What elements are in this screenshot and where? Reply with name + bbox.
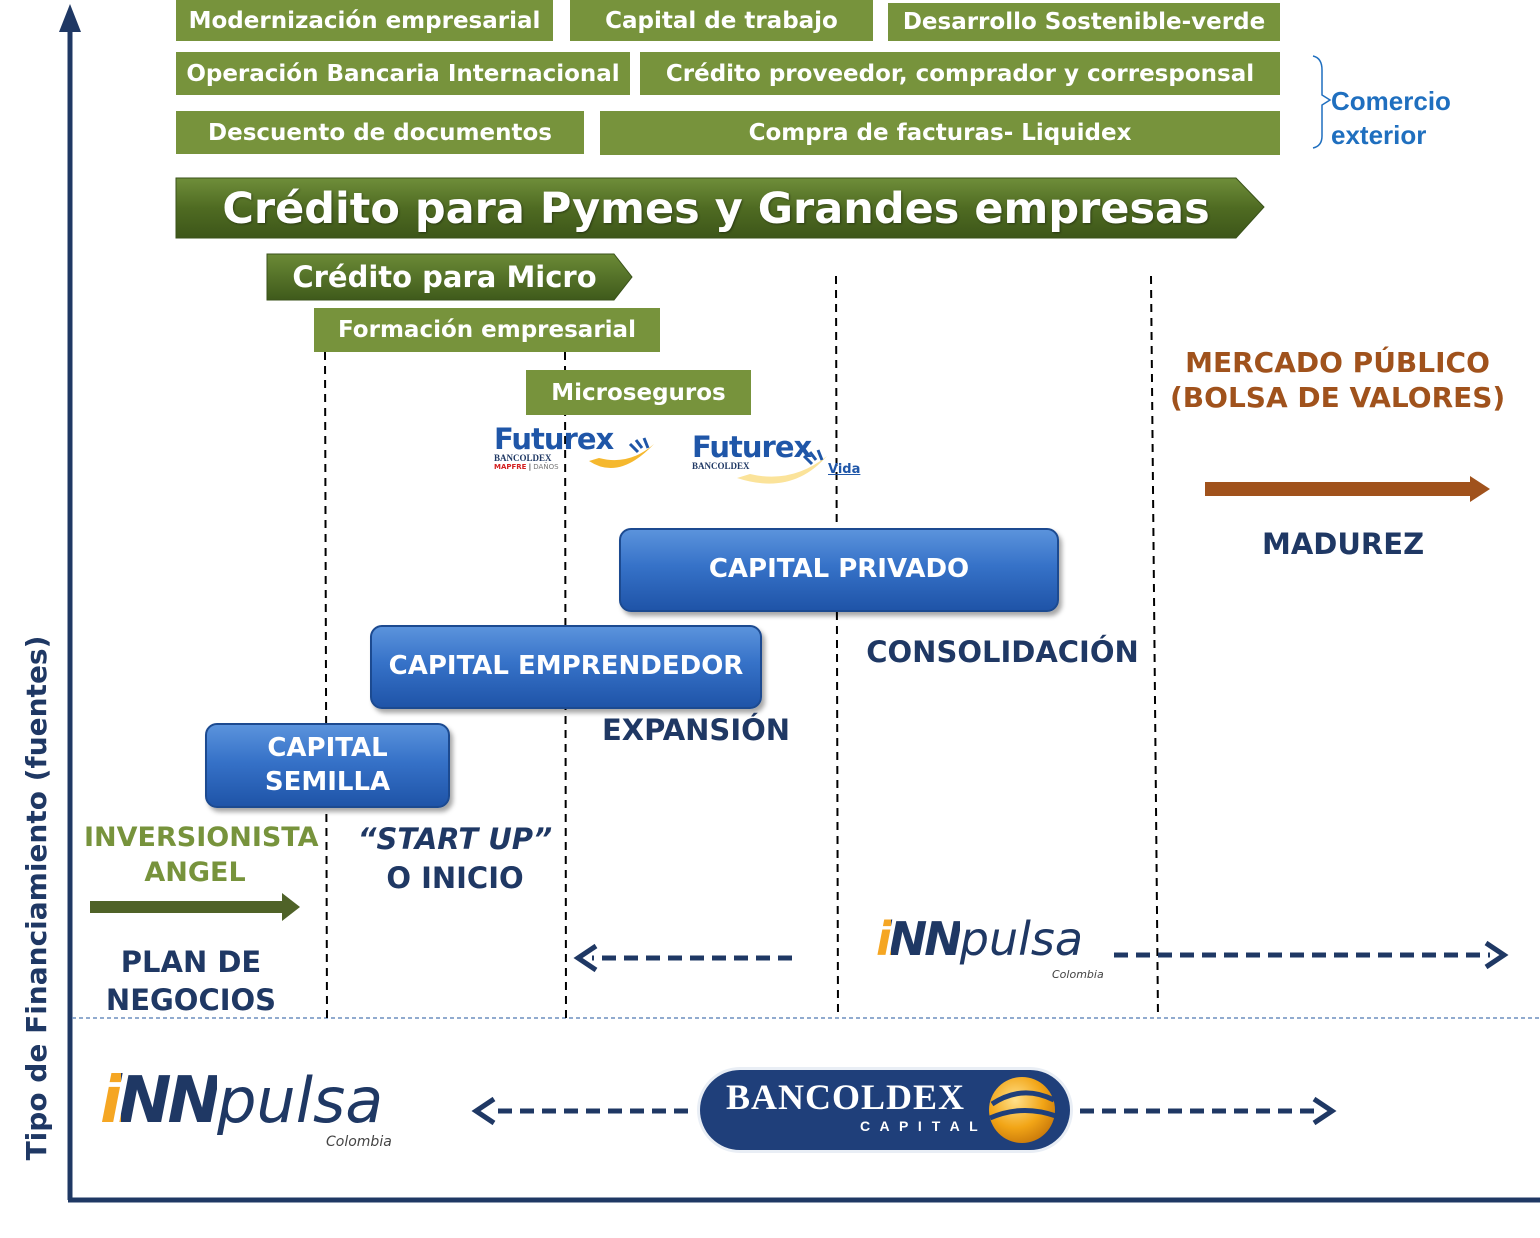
credito-pymes-arrow [175,177,1265,239]
inversionista-angel-label: INVERSIONISTA ANGEL [84,822,319,888]
comercio-bracket [1312,55,1332,149]
box-modernizacion: Modernización empresarial [176,0,553,41]
consolidacion-label: CONSOLIDACIÓN [866,635,1139,669]
angel-arrowhead [282,893,300,921]
capital-emprendedor-box: CAPITAL EMPRENDEDOR [370,625,762,709]
futurex-vida-swoosh-icon [737,449,827,484]
divider-3 [835,275,839,1019]
futurex-danos-logo: Futurex BANCOLDEX MAPFRE | DAÑOS [494,424,664,478]
y-axis-arrowhead [59,4,81,32]
box-credito-proveedor: Crédito proveedor, comprador y correspon… [640,52,1280,95]
box-operacion-bancaria: Operación Bancaria Internacional [176,52,630,95]
credito-micro-label: Crédito para Micro [292,260,597,294]
comercio-line-2: exterior [1331,120,1427,150]
box-descuento-documentos: Descuento de documentos [176,111,584,154]
plan-negocios-label: PLAN DE NEGOCIOS [105,945,277,1017]
capital-privado-box: CAPITAL PRIVADO [619,528,1059,612]
expansion-label: EXPANSIÓN [601,713,791,747]
comercio-line-1: Comercio [1331,86,1451,116]
box-desarrollo-sostenible: Desarrollo Sostenible-verde [888,3,1280,41]
bancoldex-globe-icon [988,1077,1057,1143]
box-formacion-empresarial: Formación empresarial [314,308,660,352]
madurez-label: MADUREZ [1262,527,1425,561]
credito-pymes-label: Crédito para Pymes y Grandes empresas [222,184,1210,234]
bancoldex-capital-logo: BANCOLDEX C A P I T A L [700,1070,1070,1150]
credito-micro-arrow [266,253,633,301]
startup-label: “START UP” O INICIO [357,822,553,895]
innpulsa-logo-bottom: iNNpulsa Colombia [100,1064,392,1150]
box-compra-facturas: Compra de facturas- Liquidex [600,111,1280,155]
mercado-publico-label: MERCADO PÚBLICO (BOLSA DE VALORES) [1170,346,1506,414]
y-axis-label: Tipo de Financiamiento (fuentes) [20,635,53,1161]
futurex-swoosh-icon [589,437,654,469]
comercio-exterior-label: Comercio exterior [1331,84,1451,152]
futurex-vida-tag: Vida [828,462,861,477]
capital-semilla-box: CAPITAL SEMILLA [205,723,450,808]
divider-4 [1150,275,1159,1019]
divider-1 [324,351,328,1019]
madurez-arrowhead [1470,476,1490,502]
axes [59,4,1540,1203]
box-microseguros: Microseguros [526,370,751,415]
futurex-vida-logo: Futurex BANCOLDEX Vida [692,432,862,486]
innpulsa-logo-top: iNNpulsa Colombia [876,912,1104,981]
box-capital-trabajo: Capital de trabajo [570,0,873,41]
